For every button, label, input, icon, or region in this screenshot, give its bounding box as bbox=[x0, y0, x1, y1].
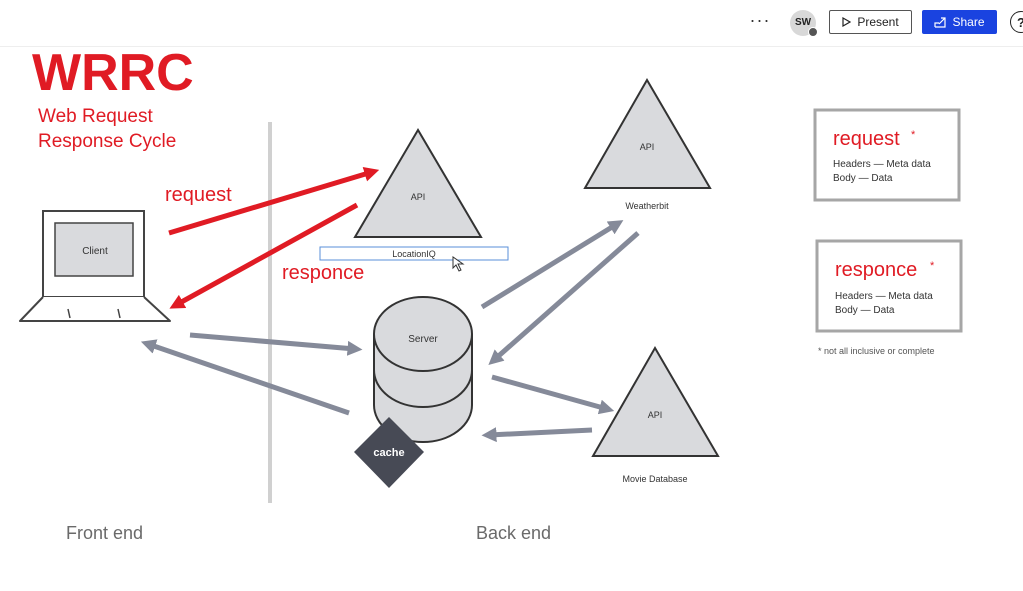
toolbar: ··· SW Present Share ? bbox=[0, 0, 1023, 47]
server-cylinder bbox=[373, 296, 473, 443]
request-arrow-label: request bbox=[165, 184, 232, 206]
movie-db-api-label: API bbox=[648, 410, 663, 420]
weatherbit-api-label: API bbox=[640, 142, 655, 152]
share-icon bbox=[934, 16, 947, 28]
locationiq-api-triangle bbox=[353, 128, 483, 238]
locationiq-label: LocationIQ bbox=[392, 249, 436, 259]
server-to-movie-db-arrow bbox=[491, 374, 615, 415]
locationiq-api-label: API bbox=[411, 192, 426, 202]
back-end-label: Back end bbox=[476, 523, 551, 543]
movie-db-label: Movie Database bbox=[622, 474, 687, 484]
server-to-weatherbit-arrow bbox=[480, 220, 624, 310]
laptop-icon bbox=[19, 210, 171, 322]
responce-arrow-label: responce bbox=[282, 262, 364, 284]
client-label: Client bbox=[82, 246, 108, 257]
legend-responce-asterisk: * bbox=[930, 260, 935, 272]
request-arrow bbox=[168, 166, 380, 236]
legend-request-line2: Body — Data bbox=[833, 173, 893, 184]
presence-dot bbox=[808, 27, 818, 37]
weatherbit-label: Weatherbit bbox=[625, 201, 669, 211]
more-options-button[interactable]: ··· bbox=[749, 10, 771, 30]
legend-responce-line2: Body — Data bbox=[835, 305, 895, 316]
slide-subtitle-line1: Web Request bbox=[38, 106, 153, 127]
legend-request-asterisk: * bbox=[911, 129, 916, 141]
server-to-client-arrow bbox=[140, 339, 350, 416]
client-to-server-arrow bbox=[189, 332, 363, 356]
locationiq-label-box bbox=[319, 246, 509, 261]
front-end-label: Front end bbox=[66, 523, 143, 543]
weatherbit-to-server-arrow bbox=[488, 231, 640, 365]
footnote: * not all inclusive or complete bbox=[818, 346, 935, 356]
legend-request-title: request bbox=[833, 128, 900, 150]
play-icon bbox=[842, 17, 852, 27]
slide-title: WRRC bbox=[32, 44, 194, 102]
present-label: Present bbox=[857, 15, 899, 29]
movie-db-api-triangle bbox=[591, 346, 720, 457]
share-label: Share bbox=[952, 15, 985, 29]
share-button[interactable]: Share bbox=[922, 10, 997, 34]
slide-subtitle-line2: Response Cycle bbox=[38, 131, 176, 152]
legend-responce-title: responce bbox=[835, 259, 917, 281]
responce-arrow bbox=[169, 202, 359, 309]
weatherbit-api-triangle bbox=[583, 78, 712, 189]
legend-responce-line1: Headers — Meta data bbox=[835, 291, 933, 302]
cache-diamond bbox=[354, 417, 424, 488]
legend-request-box bbox=[813, 108, 961, 202]
legend-request-line1: Headers — Meta data bbox=[833, 159, 931, 170]
legend-responce-box bbox=[815, 239, 963, 333]
server-label: Server bbox=[408, 334, 438, 345]
cursor-icon bbox=[452, 256, 465, 272]
present-button[interactable]: Present bbox=[829, 10, 912, 34]
cache-label: cache bbox=[373, 447, 404, 459]
movie-db-to-server-arrow bbox=[481, 427, 593, 443]
